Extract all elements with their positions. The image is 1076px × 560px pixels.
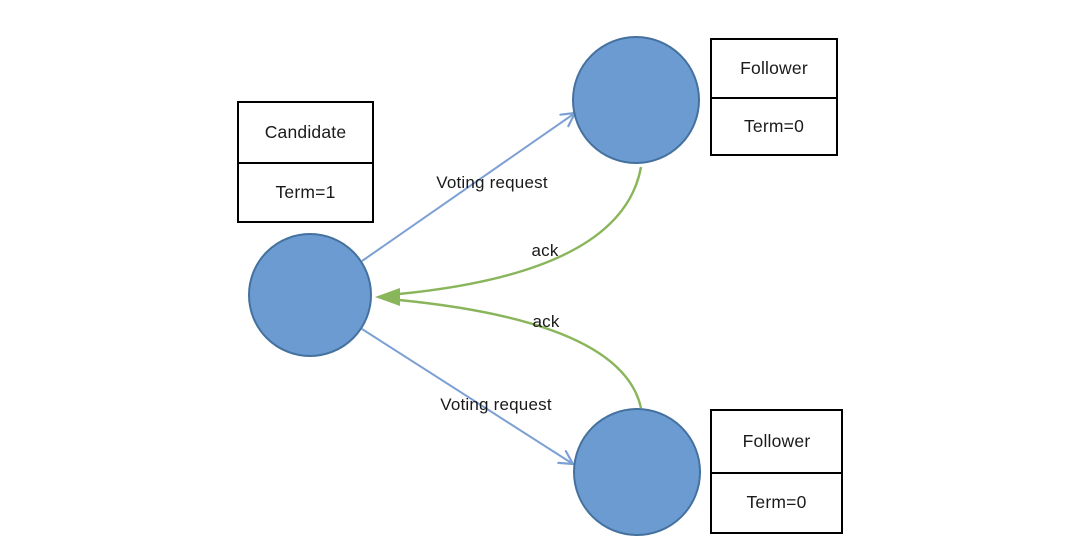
candidate-role-label: Candidate [264,122,347,142]
ack-arrowhead [375,288,400,306]
follower-bottom-node-circle [573,408,701,536]
follower-bottom-role-label: Follower [742,430,811,451]
candidate-state-box: Candidate Term=1 [237,101,374,223]
follower-bottom-state-box: Follower Term=0 [710,409,843,534]
candidate-node-circle [248,233,372,357]
voting-request-arrow-top [361,113,575,262]
follower-top-state-box: Follower Term=0 [710,38,838,156]
voting-request-label-bottom: Voting request [440,395,552,414]
candidate-term-value: Term=1 [239,162,372,221]
voting-request-label-top: Voting request [436,173,548,192]
ack-label-bottom: ack [532,312,560,331]
ack-curve-top [398,166,643,296]
voting-request-arrow-bottom [361,328,573,464]
follower-top-term-value: Term=0 [712,97,836,154]
follower-bottom-term-value: Term=0 [712,471,841,533]
ack-curve-bottom [398,298,643,409]
ack-label-top: ack [531,241,559,260]
follower-top-node-circle [572,36,700,164]
follower-top-role-label: Follower [740,58,808,78]
